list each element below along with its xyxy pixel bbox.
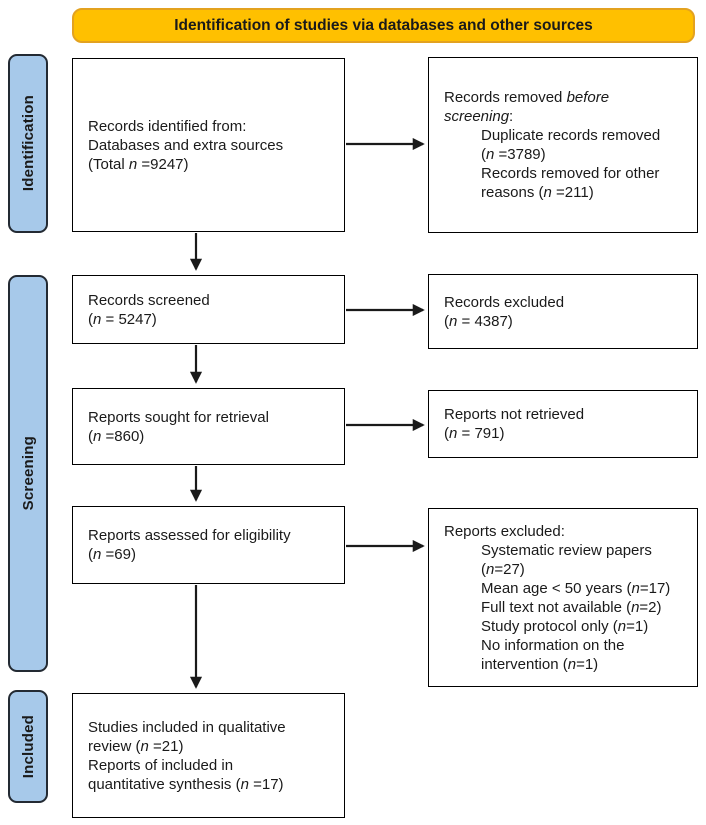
box-text-line: intervention (n=1) (481, 655, 599, 673)
box-text-line: Full text not available (n=2) (481, 598, 662, 616)
box-text-line: review (n =21) (88, 737, 184, 755)
box-text-line: Reports sought for retrieval (88, 408, 269, 426)
box-text-line: Records identified from: (88, 117, 247, 135)
box-records-excluded: Records excluded(n = 4387) (428, 274, 698, 349)
box-reports-sought: Reports sought for retrieval(n =860) (72, 388, 345, 465)
box-text-line: (n = 4387) (444, 312, 513, 330)
stage-label-screening-text: Screening (19, 436, 37, 511)
diagram-title-banner: Identification of studies via databases … (72, 8, 695, 43)
stage-label-included-text: Included (19, 714, 37, 779)
box-reports-assessed: Reports assessed for eligibility (n =69) (72, 506, 345, 584)
box-text-line: (n = 5247) (88, 310, 157, 328)
box-text-line: (n=27) (481, 560, 525, 578)
box-reports-excluded: Reports excluded:Systematic review paper… (428, 508, 698, 687)
box-reports-not-retrieved: Reports not retrieved (n = 791) (428, 390, 698, 458)
box-text-line: Studies included in qualitative (88, 718, 286, 736)
box-text-line: Reports of included in (88, 756, 234, 774)
box-records-identified: Records identified from:Databases and ex… (72, 58, 345, 232)
box-text-line: Records removed for other (481, 165, 660, 182)
stage-label-identification-text: Identification (19, 95, 37, 192)
box-text-line: No information on the (481, 636, 625, 654)
box-text-line: Records screened (88, 291, 210, 309)
box-text-line: (n =860) (88, 427, 145, 445)
box-text-line: Reports not retrieved (444, 406, 585, 423)
box-text-line: Records excluded (444, 293, 565, 311)
stage-label-identification: Identification (8, 54, 48, 233)
box-records-removed: Records removed before screening: Duplicat… (428, 57, 698, 233)
box-text-line: screening: (444, 108, 514, 125)
box-text-line: (n =69) (88, 546, 136, 563)
stage-label-screening: Screening (8, 275, 48, 672)
box-text-line: (n =3789) (481, 146, 546, 163)
diagram-title: Identification of studies via databases … (174, 16, 593, 34)
box-text-line: Records removed before (444, 89, 610, 106)
box-text-line: (n = 791) (444, 425, 505, 442)
box-text-line: Reports assessed for eligibility (88, 527, 291, 544)
box-records-screened: Records screened(n = 5247) (72, 275, 345, 344)
box-text-line: Systematic review papers (481, 541, 652, 559)
box-text-line: (Total n =9247) (88, 155, 189, 173)
stage-label-included: Included (8, 690, 48, 803)
box-text-line: Duplicate records removed (481, 127, 661, 144)
box-text-line: Study protocol only (n=1) (481, 617, 649, 635)
box-text-line: Databases and extra sources (88, 136, 284, 154)
box-text-line: quantitative synthesis (n =17) (88, 775, 284, 793)
box-text-line: reasons (n =211) (481, 184, 594, 201)
box-text-line: Reports excluded: (444, 522, 565, 540)
box-text-line: Mean age < 50 years (n=17) (481, 579, 671, 597)
